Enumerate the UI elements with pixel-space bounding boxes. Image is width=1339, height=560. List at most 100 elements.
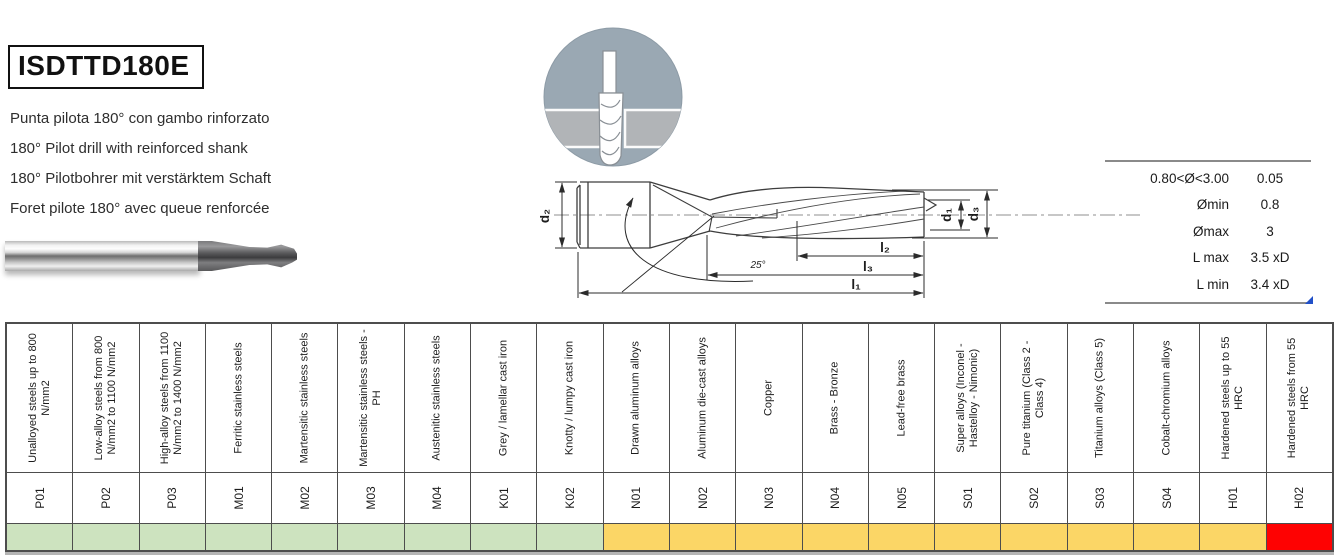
material-name-cell: Knotty / lumpy cast iron: [537, 324, 603, 473]
material-name-cell: Unalloyed steels up to 800 N/mm2: [7, 324, 73, 473]
material-name-cell: Lead-free brass: [868, 324, 935, 473]
suitability-color-cell: [338, 524, 404, 550]
material-column: Martensitic stainless steels - PH M03: [338, 324, 405, 550]
spec-value: 3.5 xD: [1250, 250, 1290, 266]
material-column: Low-alloy steels from 800 N/mm2 to 1100 …: [73, 324, 140, 550]
material-name: Low-alloy steels from 800 N/mm2 to 1100 …: [92, 335, 118, 461]
material-name: Martensitic stainless steels - PH: [358, 329, 384, 467]
material-name-cell: Martensitic stainless steels - PH: [338, 324, 404, 473]
material-column: High-alloy steels from 1100 N/mm2 to 140…: [139, 324, 206, 550]
material-name: Cobalt-chromium alloys: [1160, 340, 1173, 456]
label-l3: l₃: [863, 259, 873, 274]
suitability-color-cell: [669, 524, 736, 550]
material-name-cell: Drawn aluminum alloys: [603, 324, 669, 473]
material-code: N01: [629, 487, 644, 510]
material-code-cell: S01: [935, 473, 1001, 524]
suitability-color-cell: [868, 524, 935, 550]
material-code-cell: M04: [404, 473, 471, 524]
material-name-cell: Brass - Bronze: [802, 324, 868, 473]
spec-table: 0.80<Ø<3.00 0.05 Ømin 0.8 Ømax 3 L max 3…: [1105, 160, 1313, 304]
material-code-cell: M03: [338, 473, 404, 524]
material-code-cell: S04: [1134, 473, 1200, 524]
material-code-cell: K02: [537, 473, 603, 524]
technical-drawing: d₂ d₁ d₃ l₂ l₃ l₁ 25°: [540, 27, 1140, 298]
material-name-cell: Cobalt-chromium alloys: [1134, 324, 1200, 473]
suitability-color-cell: [935, 524, 1001, 550]
material-code-cell: N01: [603, 473, 669, 524]
spec-label: L min: [1196, 276, 1229, 292]
description-english: 180° Pilot drill with reinforced shank: [10, 140, 248, 157]
material-name: Austenitic stainless steels: [430, 335, 443, 461]
material-name-cell: Aluminum die-cast alloys: [669, 324, 736, 473]
material-name: Aluminum die-cast alloys: [696, 337, 709, 459]
material-name: Lead-free brass: [895, 359, 908, 437]
material-code: H02: [1292, 487, 1307, 510]
suitability-color-cell: [1200, 524, 1266, 550]
spec-row-lmax: L max 3.5 xD: [1105, 245, 1311, 272]
material-code: M04: [430, 486, 445, 510]
suitability-color-cell: [73, 524, 139, 550]
material-name: Super alloys (Inconel - Hastelloy - Nimo…: [954, 343, 980, 453]
material-column: Hardened steels from 55 HRC H02: [1266, 324, 1332, 550]
material-code-cell: K01: [471, 473, 537, 524]
suitability-color-cell: [1067, 524, 1134, 550]
material-code: S01: [960, 487, 975, 509]
material-code-cell: N04: [802, 473, 868, 524]
dimension-labels: d₂ d₁ d₃ l₂ l₃ l₁ 25°: [540, 207, 981, 292]
dimension-lines: [555, 181, 998, 298]
material-code: P02: [98, 487, 113, 509]
spec-row-dmin: Ømin 0.8: [1105, 192, 1311, 219]
material-code-cell: P02: [73, 473, 139, 524]
material-code: H01: [1225, 487, 1240, 510]
material-name: Ferritic stainless steels: [232, 342, 245, 454]
material-code: S04: [1159, 487, 1174, 509]
spec-row-tolerance: 0.80<Ø<3.00 0.05: [1105, 165, 1311, 192]
material-name: Titanium alloys (Class 5): [1093, 338, 1106, 459]
material-code: M02: [297, 486, 312, 510]
material-code: N03: [761, 487, 776, 510]
application-inset-illustration: [543, 27, 683, 167]
suitability-color-cell: [1134, 524, 1200, 550]
product-code: ISDTTD180E: [8, 45, 204, 89]
material-code-cell: H02: [1266, 473, 1332, 524]
label-d2: d₂: [540, 209, 552, 223]
spec-row-lmin: L min 3.4 xD: [1105, 271, 1311, 298]
material-code: K01: [496, 487, 511, 509]
product-photo: [5, 239, 297, 273]
description-german: 180° Pilotbohrer mit verstärktem Schaft: [10, 170, 272, 187]
material-code: S02: [1027, 487, 1042, 509]
material-name: Brass - Bronze: [828, 361, 841, 435]
material-name: Copper: [762, 379, 775, 417]
description-italian: Punta pilota 180° con gambo rinforzato: [10, 110, 270, 127]
drill-tip-image: [198, 241, 297, 271]
material-code-cell: P01: [7, 473, 73, 524]
material-name-cell: High-alloy steels from 1100 N/mm2 to 140…: [139, 324, 205, 473]
material-code-cell: P03: [139, 473, 205, 524]
material-name: Hardened steels from 55 HRC: [1286, 337, 1312, 459]
material-code-cell: N05: [868, 473, 935, 524]
suitability-color-cell: [272, 524, 338, 550]
material-code-cell: M02: [272, 473, 338, 524]
material-column: Super alloys (Inconel - Hastelloy - Nimo…: [935, 324, 1002, 550]
spec-label: Ømax: [1192, 223, 1229, 239]
material-name-cell: Pure titanium (Class 2 - Class 4): [1001, 324, 1067, 473]
suitability-color-cell: [471, 524, 537, 550]
description-french: Foret pilote 180° avec queue renforcée: [10, 200, 270, 217]
material-name-cell: Austenitic stainless steels: [404, 324, 471, 473]
material-code-cell: H01: [1200, 473, 1266, 524]
material-name-cell: Copper: [736, 324, 802, 473]
material-code-cell: M01: [205, 473, 272, 524]
spec-label: 0.80<Ø<3.00: [1150, 170, 1229, 186]
product-descriptions: Punta pilota 180° con gambo rinforzato 1…: [10, 104, 490, 224]
material-name: Grey / lamellar cast iron: [497, 339, 510, 457]
